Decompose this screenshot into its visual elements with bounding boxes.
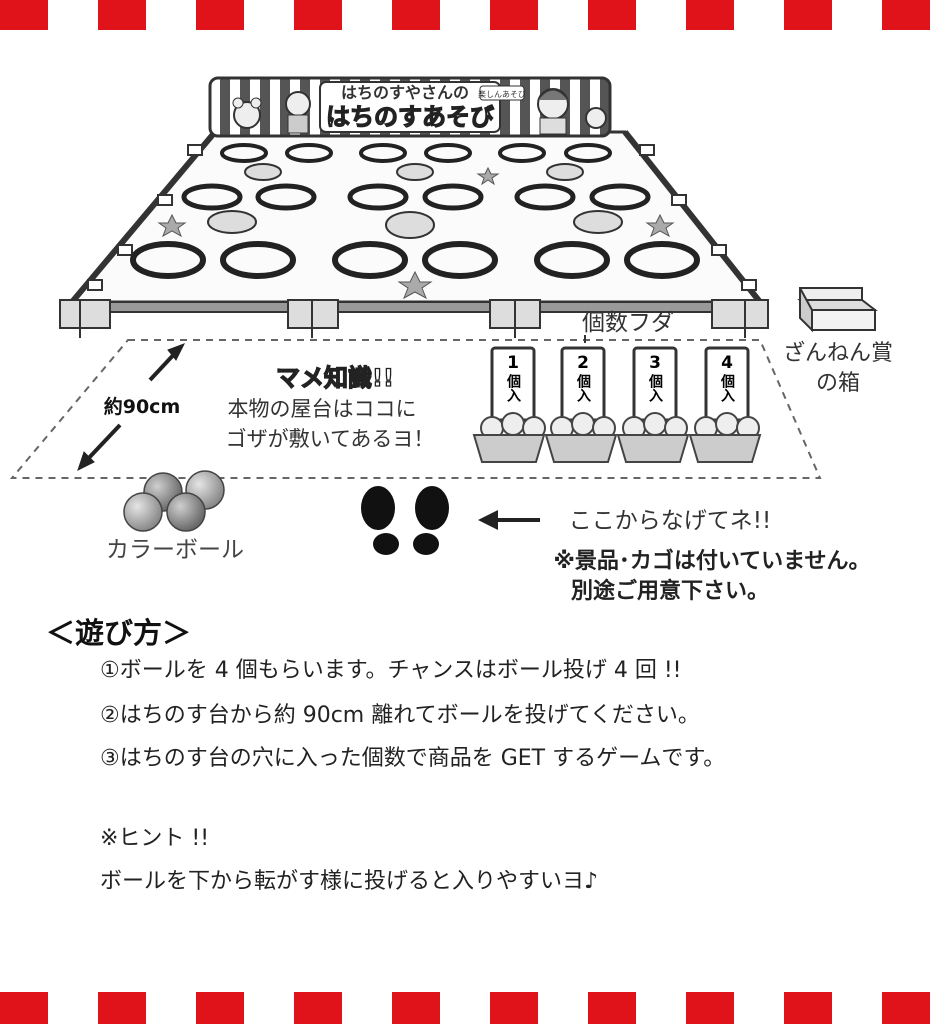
arrow-left-icon	[478, 510, 540, 530]
game-illustration: はちのすやさんの はちのすあそび 楽しんあそび	[9, 76, 893, 604]
count-card-2-num: 2	[577, 353, 589, 373]
howto-title: ＜遊び方＞	[46, 616, 192, 650]
star-decoration-icons	[157, 166, 675, 300]
frog-character-icon	[585, 107, 607, 129]
top-stripe-border	[0, 0, 930, 30]
count-card-2-text: 個入	[575, 373, 592, 402]
consolation-prize-box	[797, 287, 878, 333]
hint-title: ※ヒント !!	[100, 826, 210, 851]
girl-character-icon	[537, 88, 569, 135]
footprints-icon	[361, 486, 449, 555]
trivia-line-2: ゴザが敷いてあるヨ！	[226, 427, 435, 451]
consolation-box-label-2: の箱	[816, 371, 860, 396]
hint-text: ボールを下から転がす様に投げると入りやすいヨ♪	[100, 869, 599, 894]
bear-character-icon	[232, 97, 262, 129]
banner-main-text: はちのすあそび	[326, 103, 494, 131]
distance-label: 約90cm	[104, 395, 181, 418]
note-line-2: 別途ご用意下さい。	[571, 578, 769, 604]
count-card-4-text: 個入	[719, 373, 736, 402]
banner-top-text: はちのすやさんの	[341, 83, 469, 102]
consolation-box-label-1: ざんねん賞	[783, 340, 893, 366]
count-cards: 1 2 3 4 個入 個入 個入 個入	[490, 346, 750, 422]
prize-baskets	[472, 412, 762, 463]
bottom-stripe-border	[0, 992, 930, 1024]
lid-label: 個数フダ	[582, 310, 674, 336]
banner-badge: 楽しんあそび	[478, 89, 526, 99]
distance-arrows	[77, 343, 186, 471]
color-balls-icon	[123, 470, 225, 532]
count-card-3-text: 個入	[647, 373, 664, 402]
child-character-icon	[285, 91, 311, 134]
balls-label: カラーボール	[106, 537, 244, 563]
count-card-1-text: 個入	[505, 373, 522, 402]
count-card-3-num: 3	[649, 353, 661, 373]
trivia-title: マメ知識!!	[276, 364, 394, 392]
goza-mat-outline	[9, 339, 822, 479]
board-animal-icons	[207, 163, 623, 239]
howto-step-2: ②はちのす台から約 90cm 離れてボールを投げてください。	[100, 703, 700, 728]
howto-step-1: ①ボールを 4 個もらいます。チャンスはボール投げ 4 回 !!	[100, 658, 682, 683]
target-holes	[130, 143, 700, 279]
count-card-4-num: 4	[721, 353, 733, 373]
note-line-1: ※景品･カゴは付いていません。	[553, 548, 870, 574]
throw-from-label: ここからなげてネ!!	[569, 508, 771, 534]
trivia-line-1: 本物の屋台はココに	[228, 397, 417, 421]
count-card-1-num: 1	[507, 353, 519, 373]
howto-step-3: ③はちのす台の穴に入った個数で商品を GET するゲームです。	[100, 746, 726, 771]
hachinosu-board: はちのすやさんの はちのすあそび 楽しんあそび	[59, 76, 769, 338]
